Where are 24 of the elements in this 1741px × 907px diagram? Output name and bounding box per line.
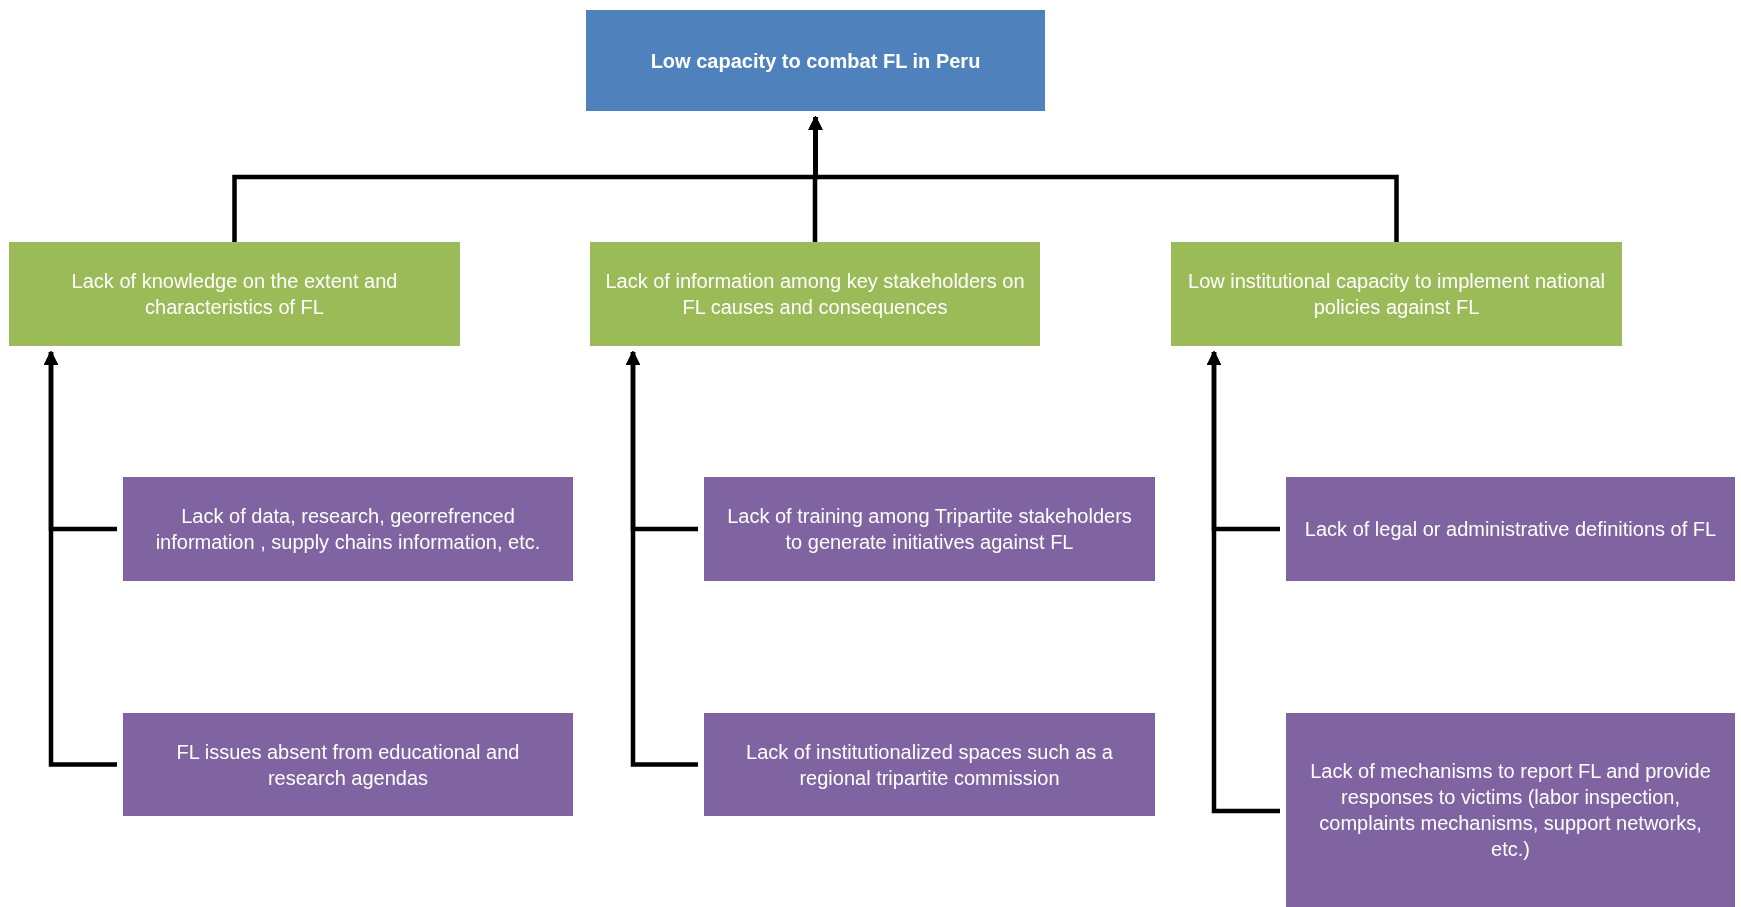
box-text: FL issues absent from educational and research agendas	[175, 739, 521, 791]
sub-cause-box	[123, 713, 573, 816]
sub-cause-box	[704, 713, 1155, 816]
arrow	[43, 350, 117, 767]
sub-cause-box	[1286, 713, 1735, 907]
cause-box	[9, 242, 460, 346]
arrow	[625, 350, 698, 767]
box-text: Lack of data, research, georrefrenced information , supply chains information, etc.	[154, 504, 542, 555]
sub-cause-box	[123, 477, 573, 581]
arrow	[808, 115, 1399, 242]
box-text: Lack of information among key stakeholders on FL causes and consequences	[604, 269, 1026, 320]
box-text: Low capacity to combat FL in Peru	[650, 48, 981, 74]
box-text: Lack of training among Tripartite stakeholders to generate initiatives against FL	[726, 504, 1133, 555]
sub-cause-box	[1286, 477, 1735, 581]
arrow	[1206, 350, 1280, 814]
box-text: Lack of legal or administrative definitions of FL	[1304, 517, 1717, 542]
box-text: Lack of knowledge on the extent and characteristics of FL	[70, 269, 399, 320]
cause-box	[1171, 242, 1622, 346]
title-box	[586, 10, 1045, 111]
box-text: Low institutional capacity to implement national policies against FL	[1187, 269, 1606, 320]
box-text: Lack of mechanisms to report FL and provide responses to victims (labor inspection, complaints mechanisms, support networks, etc.)	[1309, 759, 1712, 862]
box-text: Lack of institutionalized spaces such as a regional tripartite commission	[745, 739, 1114, 791]
cause-box	[590, 242, 1040, 346]
sub-cause-box	[704, 477, 1155, 581]
